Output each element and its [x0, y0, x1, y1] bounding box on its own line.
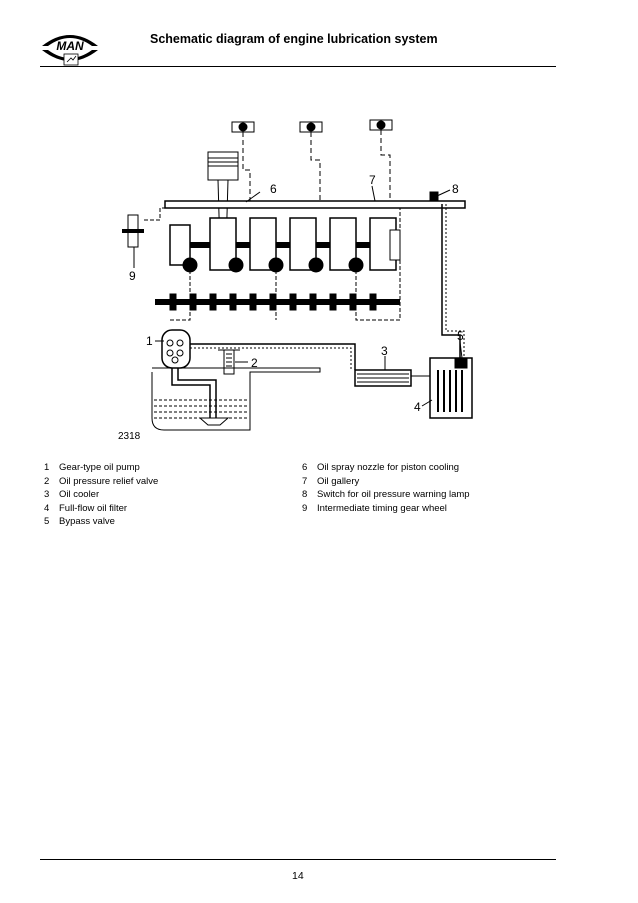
piston	[207, 151, 239, 251]
lubrication-diagram: 1 2 3 4 5 6 7 8 9 2318	[118, 119, 473, 442]
rocker-arm	[299, 121, 323, 133]
timing-gear	[122, 207, 165, 248]
camshaft	[155, 293, 400, 311]
relief-valve	[218, 349, 240, 375]
callout-6: 6	[270, 182, 277, 196]
callout-9: 9	[129, 269, 136, 283]
man-logo: MAN	[42, 35, 98, 66]
crankshaft	[169, 217, 401, 273]
oil-cooler	[354, 369, 430, 387]
callout-2: 2	[251, 356, 258, 370]
rocker-arm	[369, 119, 393, 131]
callout-1: 1	[146, 334, 153, 348]
callout-4: 4	[414, 400, 421, 414]
callout-8: 8	[452, 182, 459, 196]
rocker-arm	[231, 121, 255, 133]
page-title: Schematic diagram of engine lubrication …	[150, 32, 438, 46]
svg-text:MAN: MAN	[56, 39, 84, 53]
page-number: 14	[292, 870, 304, 882]
header-rule	[40, 66, 556, 67]
figure-number: 2318	[118, 431, 141, 442]
oil-pump	[161, 329, 191, 369]
callout-3: 3	[381, 344, 388, 358]
callout-7: 7	[369, 173, 376, 187]
oil-gallery	[164, 200, 466, 209]
oil-sump	[151, 367, 321, 431]
footer-rule	[40, 859, 556, 860]
callout-5: 5	[457, 329, 464, 343]
oil-filter	[429, 357, 473, 419]
